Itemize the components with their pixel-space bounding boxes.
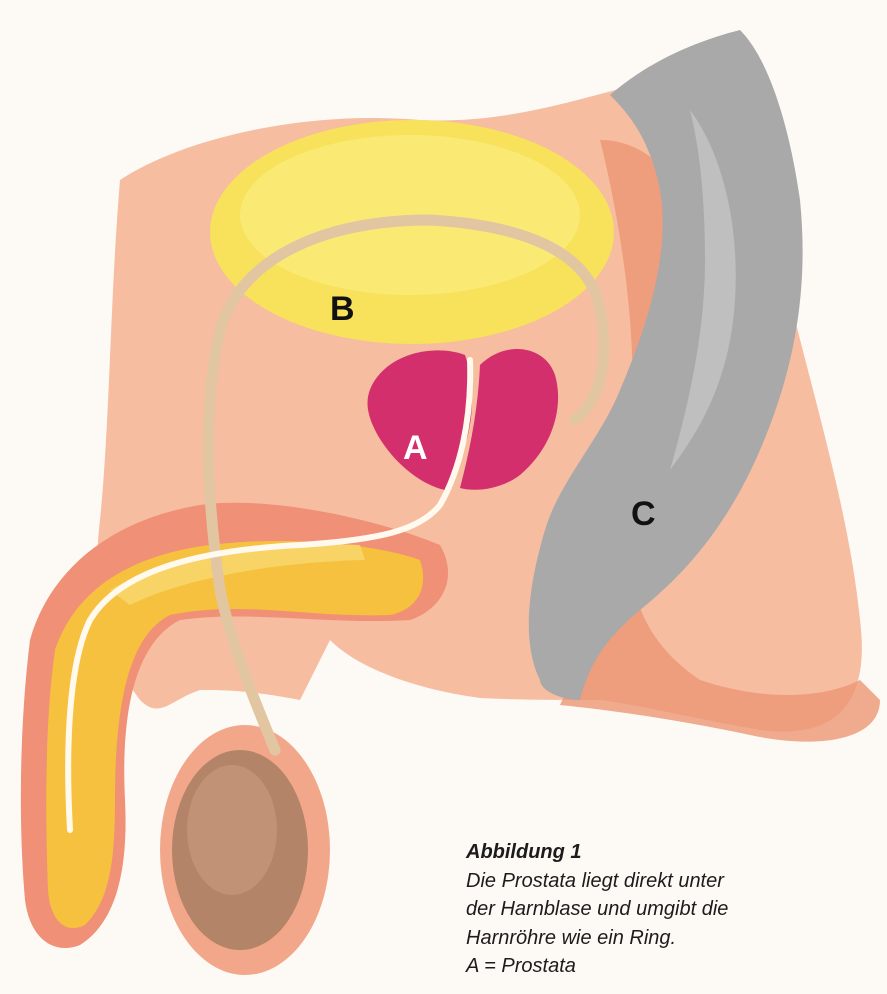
caption-line-4: A = Prostata [466,952,876,981]
figure-caption: Abbildung 1 Die Prostata liegt direkt un… [466,838,876,981]
testis-shade [187,765,277,895]
caption-line-1: Die Prostata liegt direkt unter [466,867,876,896]
caption-line-2: der Harnblase und umgibt die [466,895,876,924]
caption-line-3: Harnröhre wie ein Ring. [466,924,876,953]
caption-title: Abbildung 1 [466,838,876,867]
label-c: C [631,495,656,533]
label-b: B [330,290,355,328]
label-a: A [403,429,428,467]
